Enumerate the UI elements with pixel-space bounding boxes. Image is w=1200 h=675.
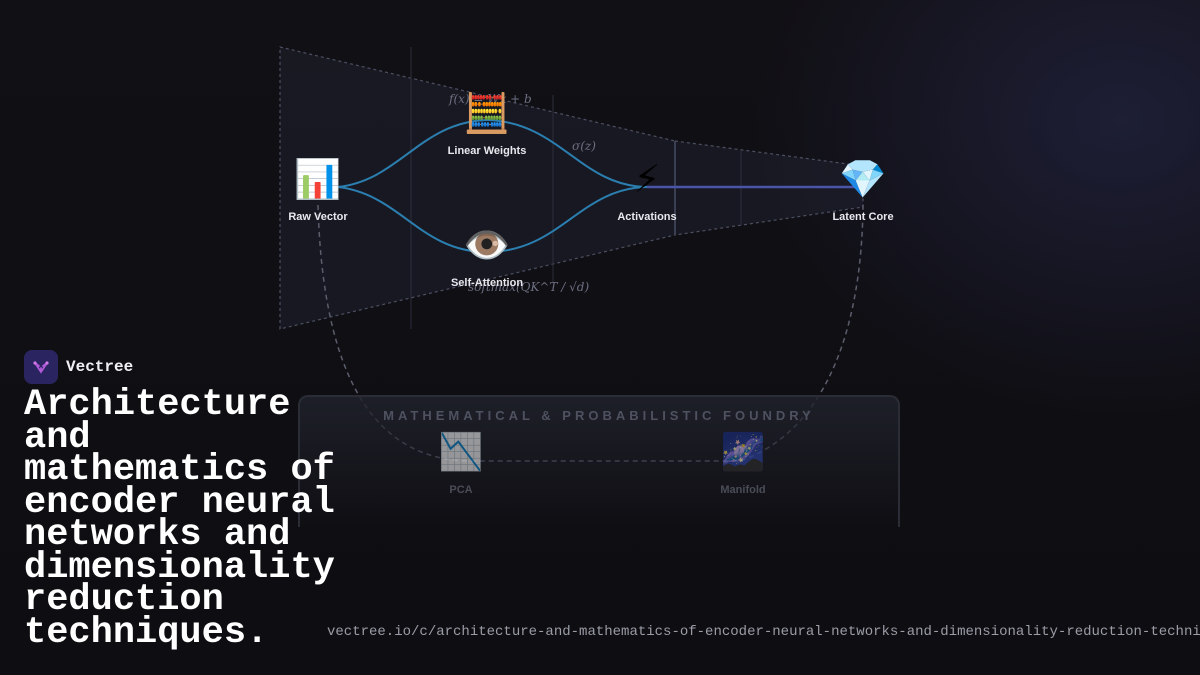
linear-formula: f(x) = Wx + b [449,92,532,106]
brand-name: Vectree [66,358,134,376]
edge-linear-to-activations [486,119,648,188]
edge-raw-to-attention [337,186,488,253]
raw-vector-label: Raw Vector [288,211,348,223]
lightning-icon: ⚡ [633,157,661,201]
foundry-title: MATHEMATICAL & PROBABILISTIC FOUNDRY [383,408,815,423]
manifold-label: Manifold [720,484,766,496]
attention-formula: softmax(QK^T / √d) [468,280,590,294]
page-url[interactable]: vectree.io/c/architecture-and-mathematic… [327,624,1200,640]
latent-core-label: Latent Core [832,211,894,223]
edge-attention-to-activations [486,186,648,253]
vectree-logo-icon [24,350,58,384]
self-attention-label: Self-Attention [450,277,524,289]
activation-formula: σ(z) [572,139,596,153]
milky-way-icon: 🌌 [720,432,766,473]
bar-chart-icon: 📊 [294,157,342,201]
abacus-icon: 🧮 [463,91,511,135]
brand: Vectree [24,350,133,384]
pca-label: PCA [449,484,473,496]
eye-icon: 👁️ [463,223,511,267]
gem-icon: 💎 [839,157,887,201]
chart-decreasing-icon: 📉 [438,432,484,473]
activations-label: Activations [617,211,677,223]
linear-weights-label: Linear Weights [447,145,527,157]
feedback-loop [317,204,864,462]
page-title: Architecture and mathematics of encoder … [24,384,335,654]
edge-raw-to-linear [337,119,488,188]
foundry-panel: MATHEMATICAL & PROBABILISTIC FOUNDRY 📉 P… [298,395,900,527]
